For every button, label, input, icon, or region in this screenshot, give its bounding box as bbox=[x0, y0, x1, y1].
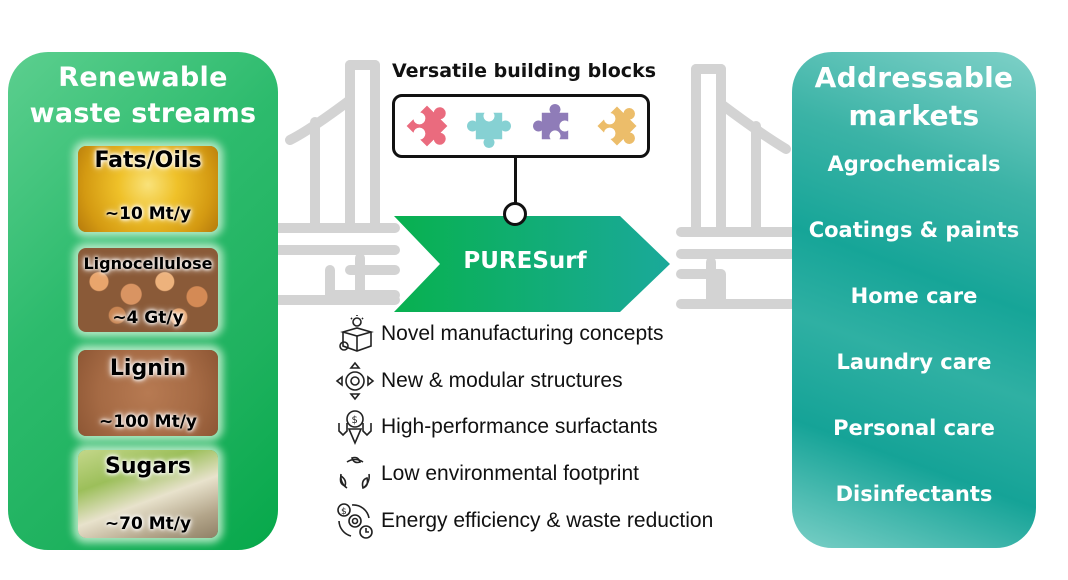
market-item: Personal care bbox=[833, 416, 995, 440]
market-item: Agrochemicals bbox=[827, 152, 1001, 176]
stream-amount: ~4 Gt/y bbox=[112, 308, 184, 328]
feature-label: Low environmental footprint bbox=[381, 462, 639, 485]
left-panel-title-line2: waste streams bbox=[29, 98, 257, 129]
svg-text:$: $ bbox=[352, 415, 358, 426]
feature-label: Novel manufacturing concepts bbox=[381, 322, 664, 345]
gear-arrows-icon bbox=[333, 360, 377, 402]
stream-amount: ~70 Mt/y bbox=[104, 514, 192, 534]
puzzle-piece-purple-icon bbox=[533, 104, 569, 140]
renewable-waste-streams-panel: Renewable waste streams Fats/Oils ~10 Mt… bbox=[8, 52, 278, 550]
puzzle-piece-teal-icon bbox=[467, 112, 511, 148]
dollar-gear-clock-cycle-icon: $ bbox=[333, 500, 377, 542]
feature-item: New & modular structures bbox=[333, 360, 623, 402]
feature-item: $ High-performance surfactants bbox=[333, 406, 658, 448]
feature-label: New & modular structures bbox=[381, 369, 623, 392]
bridge-icon-right bbox=[676, 64, 806, 309]
bridge-icon-left bbox=[270, 60, 400, 305]
stream-tile-fats-oils: Fats/Oils ~10 Mt/y bbox=[78, 146, 218, 232]
building-blocks-title: Versatile building blocks bbox=[391, 60, 657, 82]
market-item: Home care bbox=[850, 284, 978, 308]
market-item: Coatings & paints bbox=[808, 218, 1020, 242]
right-panel-title-line2: markets bbox=[848, 99, 980, 132]
market-item: Laundry care bbox=[836, 350, 992, 374]
stream-name: Lignin bbox=[109, 356, 187, 381]
right-panel-title-line1: Addressable bbox=[814, 61, 1014, 94]
connector-node bbox=[503, 202, 527, 226]
stream-name: Fats/Oils bbox=[94, 148, 202, 173]
leaf-cycle-icon bbox=[333, 453, 377, 495]
feature-item: Novel manufacturing concepts bbox=[333, 313, 664, 355]
stream-tile-lignin: Lignin ~100 Mt/y bbox=[78, 350, 218, 436]
market-item: Disinfectants bbox=[835, 482, 993, 506]
lightbulb-box-gear-icon bbox=[333, 313, 377, 355]
left-panel-title-line1: Renewable bbox=[58, 62, 228, 93]
stream-name: Lignocellulose bbox=[83, 254, 213, 273]
feature-label: Energy efficiency & waste reduction bbox=[381, 509, 714, 532]
connector-line bbox=[514, 158, 517, 206]
building-blocks-box bbox=[392, 94, 650, 158]
stream-amount: ~100 Mt/y bbox=[99, 412, 197, 432]
feature-item: Low environmental footprint bbox=[333, 453, 639, 495]
puresurf-arrow bbox=[394, 216, 670, 312]
puzzle-piece-yellow-icon bbox=[597, 106, 637, 146]
platform-name: PURESurf bbox=[463, 248, 587, 274]
puzzle-pieces bbox=[406, 104, 637, 148]
stream-name: Sugars bbox=[104, 454, 192, 479]
feature-label: High-performance surfactants bbox=[381, 415, 658, 438]
feature-item: $ Energy efficiency & waste reduction bbox=[333, 500, 713, 542]
svg-text:$: $ bbox=[341, 507, 347, 517]
addressable-markets-panel: Addressable markets Agrochemicals Coatin… bbox=[792, 52, 1036, 548]
stream-tile-lignocellulose: Lignocellulose ~4 Gt/y bbox=[78, 248, 218, 332]
stream-amount: ~10 Mt/y bbox=[104, 204, 192, 224]
dollar-coin-arrows-icon: $ bbox=[333, 406, 377, 448]
puzzle-piece-red-icon bbox=[406, 105, 448, 147]
stream-tile-sugars: Sugars ~70 Mt/y bbox=[78, 450, 218, 538]
